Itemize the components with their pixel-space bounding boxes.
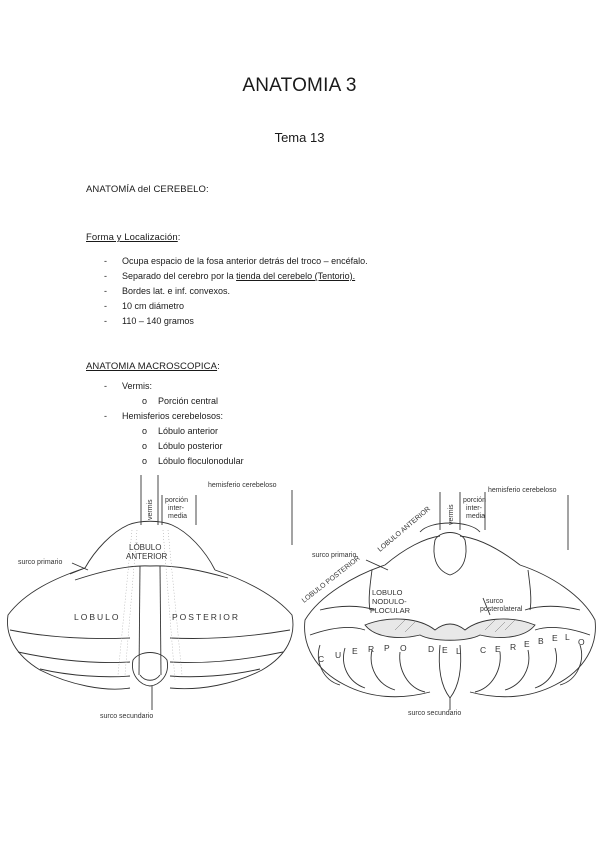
list-item: - Separado del cerebro por la tienda del …	[104, 271, 355, 281]
bullet-marker: o	[142, 396, 148, 406]
list-item: - Ocupa espacio de la fosa anterior detrá…	[104, 256, 368, 266]
label-lobulo-anterior-1: LÓBULO	[129, 543, 161, 552]
list-subitem: o Lóbulo anterior	[142, 426, 218, 436]
cuerpo-letter: D	[428, 644, 434, 654]
list-item: - 110 – 140 gramos	[104, 316, 194, 326]
label-nodulo-2: NODULO-	[372, 597, 407, 606]
list-item-text: Vermis:	[122, 381, 153, 391]
cuerpo-letter: O	[400, 643, 407, 653]
label-lobulo-posterior-right: LOBULO POSTERIOR	[301, 555, 362, 605]
cuerpo-letter: R	[510, 642, 516, 652]
macro-heading-colon: :	[217, 361, 220, 372]
list-item-text: 110 – 140 gramos	[122, 316, 194, 326]
cuerpo-letter: L	[565, 632, 570, 642]
bullet-marker: o	[142, 426, 148, 436]
cuerpo-letter: P	[384, 643, 390, 653]
cuerpo-letter: E	[552, 633, 558, 643]
forma-list: - Ocupa espacio de la fosa anterior detrá…	[104, 256, 504, 336]
section-heading-macro: ANATOMIA MACROSCOPICA:	[86, 361, 220, 372]
label-hemisferio: hemisferio cerebeloso	[208, 482, 277, 489]
label-porcion-2: inter-	[168, 505, 185, 512]
label-posterior: POSTERIOR	[172, 612, 240, 622]
list-item-text: Hemisferios cerebelosos:	[122, 411, 224, 421]
page-subtitle: Tema 13	[274, 130, 325, 145]
dash-marker: -	[104, 381, 107, 391]
bullet-marker: o	[142, 441, 148, 451]
cuerpo-letter: U	[335, 650, 341, 660]
label-lobulo: LOBULO	[74, 612, 121, 622]
list-item: - 10 cm diámetro	[104, 301, 184, 311]
bullet-marker: o	[142, 456, 148, 466]
section-heading-cerebelo: ANATOMÍA del CEREBELO:	[86, 184, 209, 195]
label-porcion-right-2: inter-	[466, 505, 483, 512]
cuerpo-letter: E	[352, 646, 358, 656]
cuerpo-letter: C	[480, 645, 486, 655]
label-lobulo-anterior-2: ANTERIOR	[126, 552, 168, 561]
label-nodulo-3: FLOCULAR	[370, 606, 411, 615]
dash-marker: -	[104, 271, 107, 281]
label-porcion-right-1: porción	[463, 497, 486, 504]
label-surco-post-2: posterolateral	[480, 606, 523, 613]
dash-marker: -	[104, 256, 107, 266]
label-surco-secundario-right: surco secundario	[408, 710, 461, 717]
list-item: - Hemisferios cerebelosos:	[104, 411, 223, 421]
dash-marker: -	[104, 411, 107, 421]
cuerpo-letter: C	[318, 654, 324, 664]
list-subitem: o Porción central	[142, 396, 218, 406]
label-porcion-1: porción	[165, 497, 188, 504]
forma-heading-text: Forma y Localización	[86, 232, 178, 243]
list-item-text: 10 cm diámetro	[122, 301, 185, 311]
cuerpo-letter: O	[578, 637, 585, 647]
list-item-text: Porción central	[158, 396, 219, 406]
forma-heading-colon: :	[177, 232, 181, 243]
cuerpo-letter: E	[495, 644, 501, 654]
label-lobulo-anterior-right: LOBULO ANTERIOR	[377, 506, 432, 554]
label-porcion-3: media	[168, 513, 187, 520]
cerebellum-inferior-diagram: vermis porción inter- media hemisferio c…	[301, 487, 596, 717]
cuerpo-del-cerebelo-label: C U E R P O D E L C E R E B E L O	[318, 632, 585, 664]
cuerpo-letter: B	[538, 636, 544, 646]
section-heading-forma: Forma y Localización:	[86, 232, 181, 243]
dash-marker: -	[104, 286, 107, 296]
label-surco-primario: surco primario	[18, 559, 62, 566]
cuerpo-letter: E	[524, 639, 530, 649]
list-item-text: Lóbulo posterior	[158, 441, 223, 451]
label-vermis-right: vermis	[448, 504, 455, 525]
label-porcion-right-3: media	[466, 513, 485, 520]
label-nodulo-1: LOBULO	[372, 588, 403, 597]
list-item-underlined: tienda del cerebelo (Tentorio).	[236, 271, 356, 281]
macro-list: - Vermis: o Porción central - Hemisferios c…	[104, 381, 404, 471]
list-item-text: Separado del cerebro por la	[122, 271, 237, 281]
list-item: - Vermis:	[104, 381, 152, 391]
cuerpo-letter: E	[442, 645, 448, 655]
cerebellum-superior-diagram: vermis porción inter- media hemisferio c…	[7, 475, 294, 720]
cuerpo-letter: R	[368, 644, 374, 654]
dash-marker: -	[104, 316, 107, 326]
list-subitem: o Lóbulo floculonodular	[142, 456, 244, 466]
label-vermis: vermis	[147, 499, 154, 520]
page-title: ANATOMIA 3	[242, 75, 357, 96]
label-hemisferio-right: hemisferio cerebeloso	[488, 487, 557, 494]
macro-heading-text: ANATOMIA MACROSCOPICA	[86, 361, 218, 372]
label-surco-post-1: surco	[486, 598, 503, 605]
list-item-text: Lóbulo floculonodular	[158, 456, 244, 466]
cuerpo-letter: L	[456, 646, 461, 656]
label-surco-secundario: surco secundario	[100, 713, 153, 720]
dash-marker: -	[104, 301, 107, 311]
list-item-text: Bordes lat. e inf. convexos.	[122, 286, 231, 296]
list-item: - Bordes lat. e inf. convexos.	[104, 286, 230, 296]
list-item-text: Ocupa espacio de la fosa anterior detrás…	[122, 256, 368, 266]
list-item-text: Lóbulo anterior	[158, 426, 219, 436]
label-surco-primario-right: surco primario	[312, 552, 356, 559]
list-subitem: o Lóbulo posterior	[142, 441, 223, 451]
